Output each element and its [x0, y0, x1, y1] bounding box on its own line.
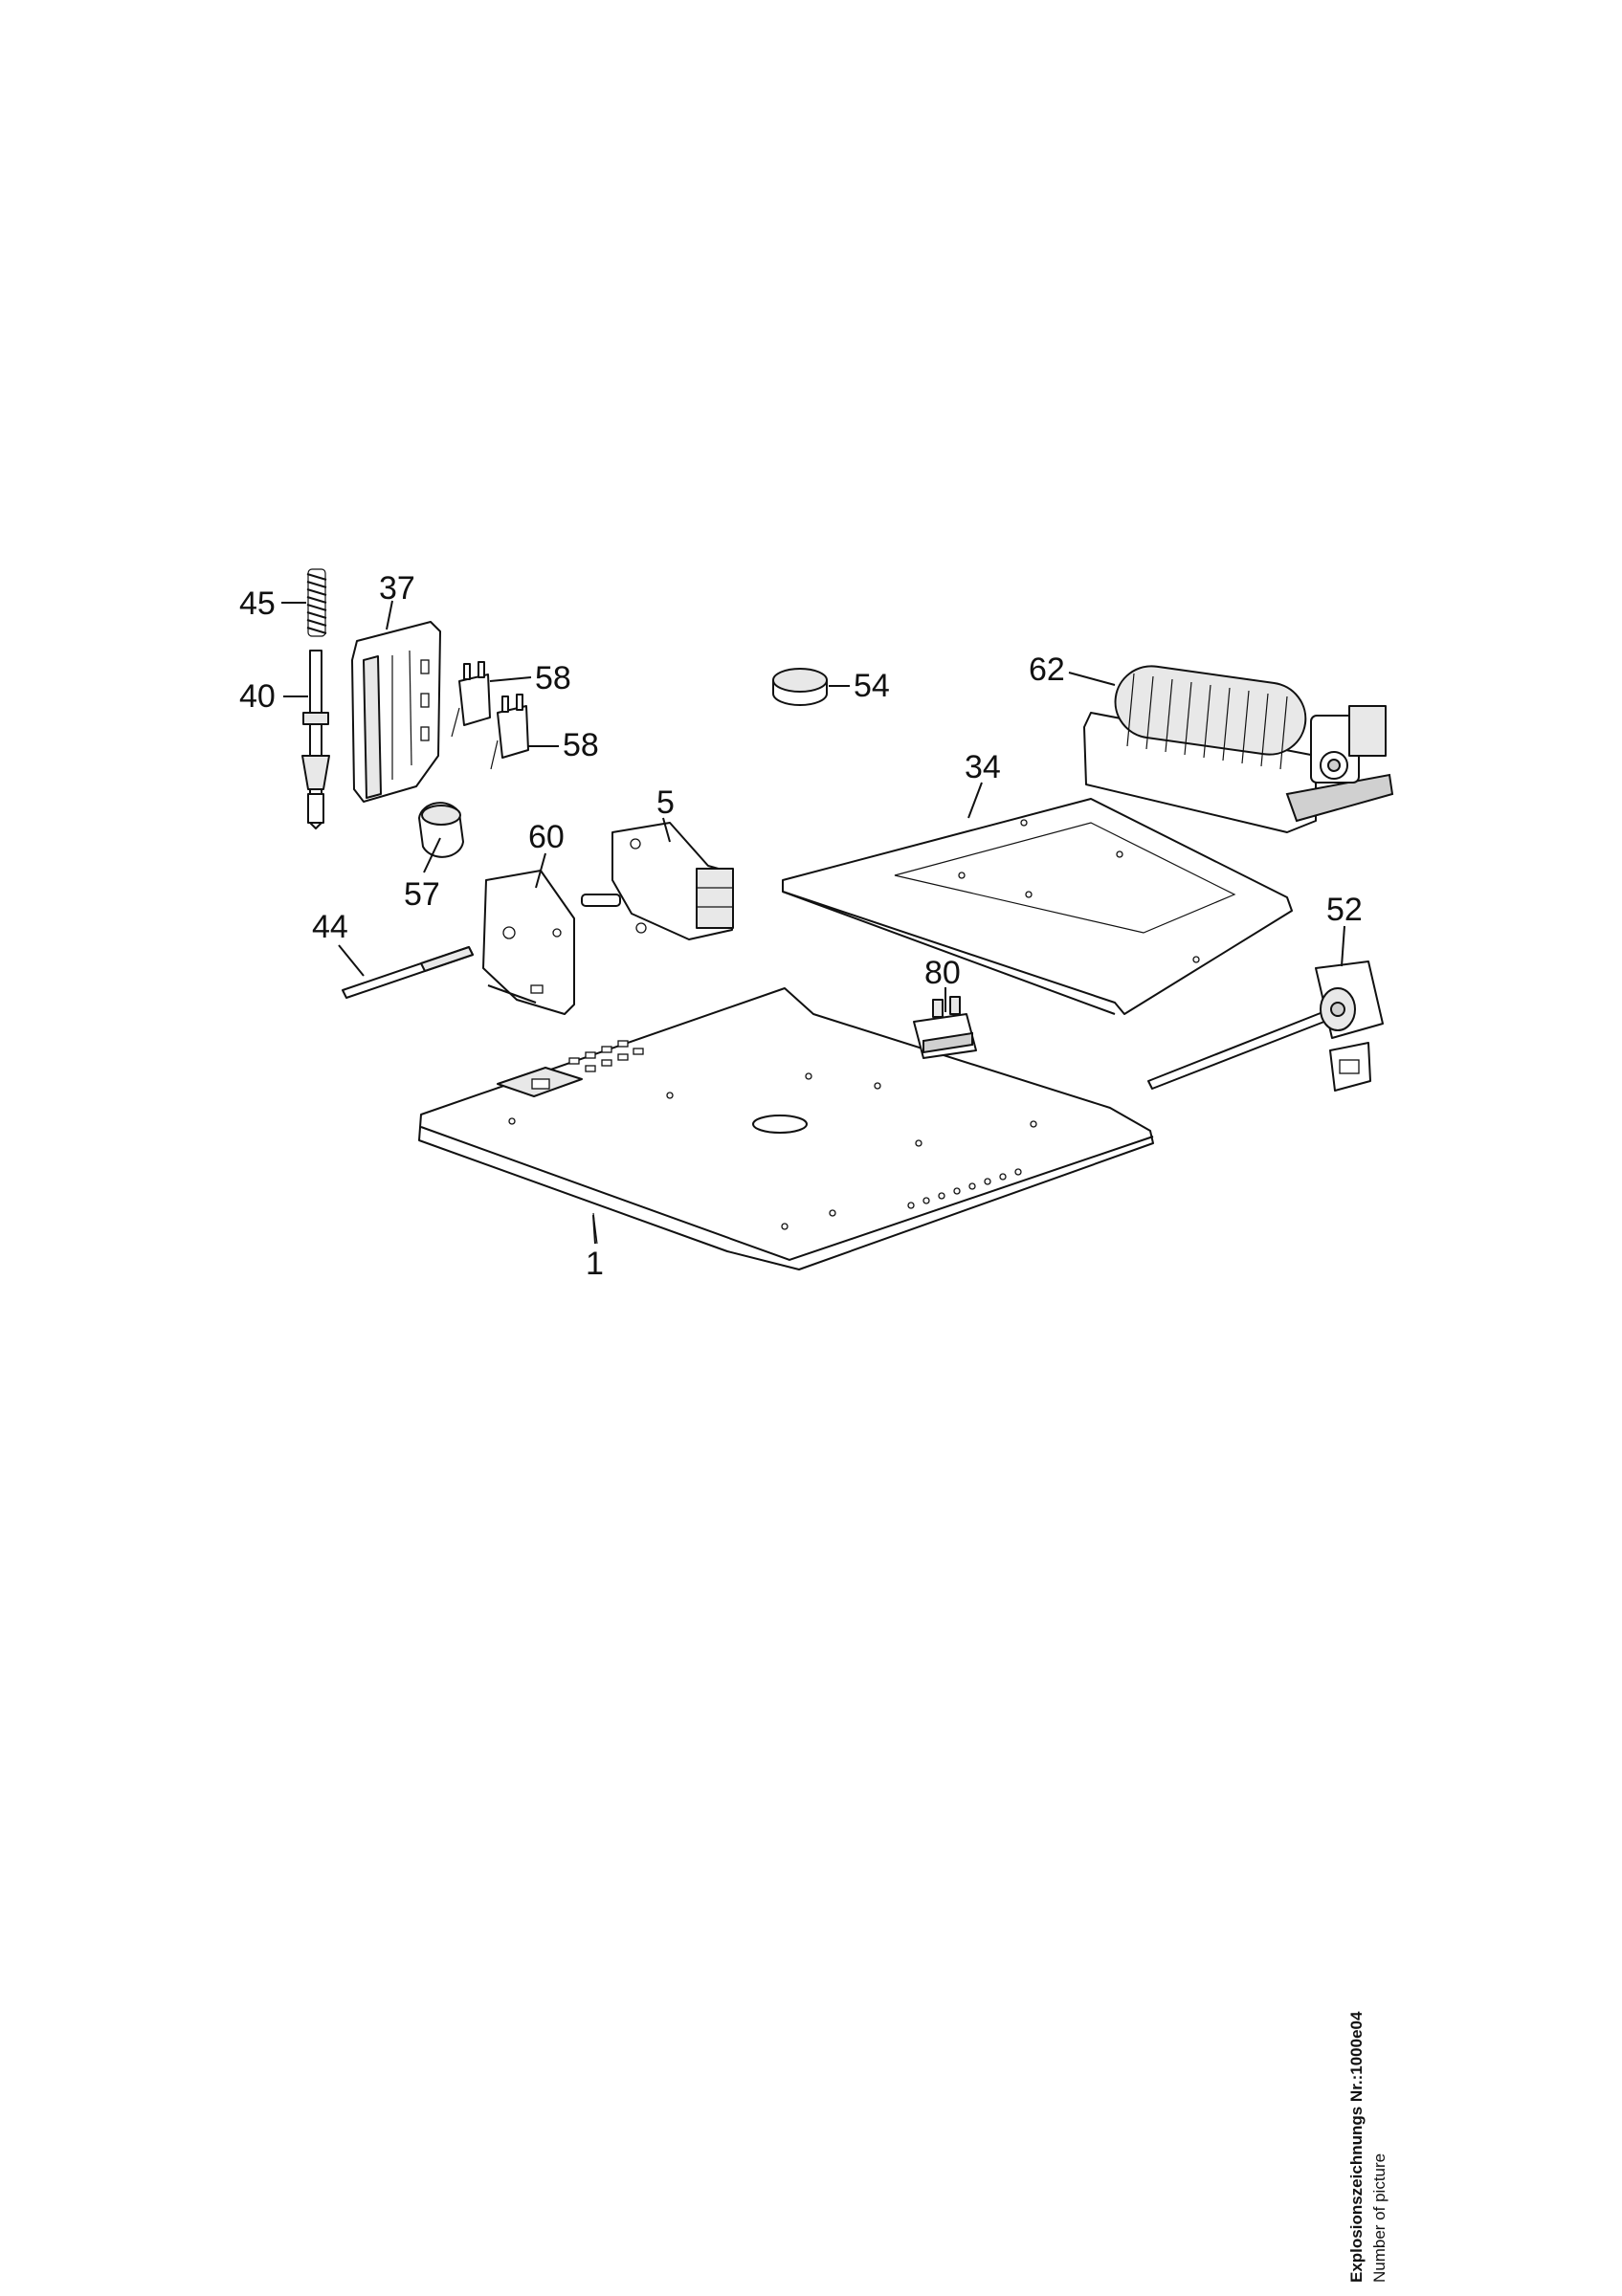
part-54-cap: [772, 668, 828, 706]
part-40-rod: [301, 650, 330, 829]
callout-37: 37: [379, 570, 415, 607]
caption-title: Explosionszeichnungs Nr.:1000e04: [1347, 2011, 1366, 2283]
part-60-bracket-plate: [482, 870, 575, 1015]
part-52-motor: [1147, 960, 1384, 1092]
callout-5: 5: [656, 784, 675, 821]
part-34-tray: [782, 798, 1293, 1015]
callout-45: 45: [239, 585, 276, 622]
part-80-thermostat: [913, 996, 977, 1059]
callout-34: 34: [965, 749, 1001, 785]
callout-52: 52: [1326, 892, 1363, 928]
part-45-spring: [306, 568, 327, 637]
caption-subtitle: Number of picture: [1370, 2152, 1389, 2283]
part-44-shaft: [342, 946, 474, 999]
part-62-tangential-fan: [1083, 665, 1394, 833]
callout-58-upper: 58: [535, 660, 571, 696]
callout-54: 54: [854, 668, 890, 704]
callout-62: 62: [1029, 651, 1065, 688]
part-57-knob: [418, 802, 464, 858]
part-5-switch-module: [581, 822, 734, 940]
part-37-bracket: [351, 621, 441, 803]
callout-58-lower: 58: [563, 727, 599, 763]
callout-60: 60: [528, 819, 565, 855]
callout-40: 40: [239, 678, 276, 715]
part-1-base-plate: [418, 987, 1154, 1270]
leader-lines: [281, 600, 1345, 1245]
callout-57: 57: [404, 876, 440, 913]
callout-1: 1: [586, 1246, 604, 1282]
picture-number-caption: Explosionszeichnungs Nr.:1000e04 Number …: [1347, 2012, 1389, 2283]
callout-44: 44: [312, 909, 348, 945]
part-58-microswitch-upper: [451, 661, 491, 738]
part-58-microswitch-lower: [490, 694, 529, 770]
callout-80: 80: [924, 955, 961, 991]
